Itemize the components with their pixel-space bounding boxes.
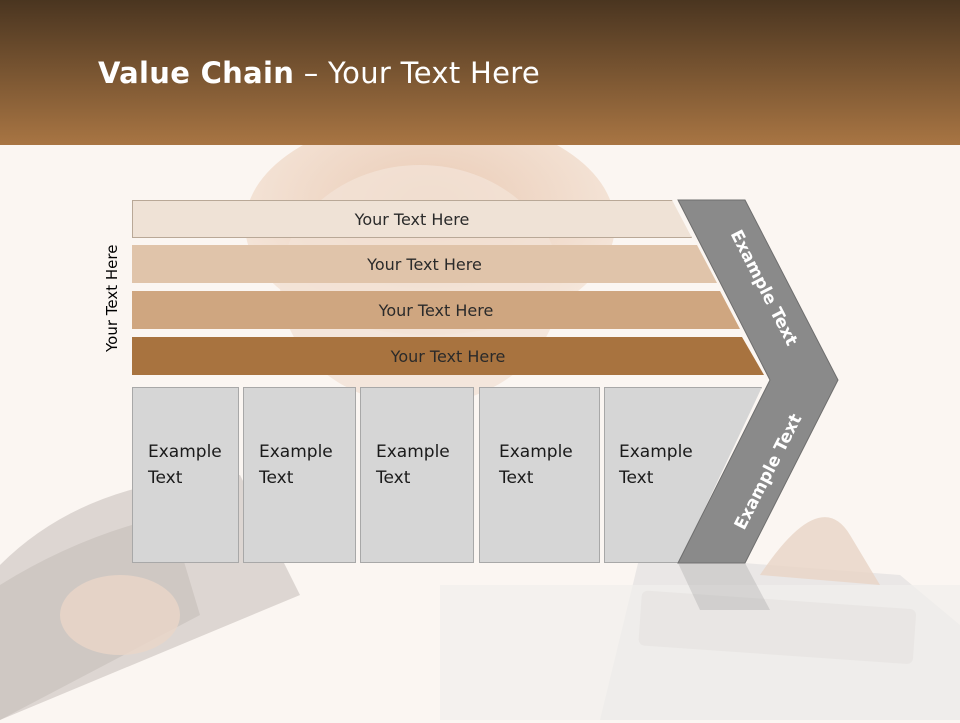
header-band: [0, 0, 960, 145]
activity-box-5-line1: Example: [619, 442, 693, 462]
chain-bar-2: Your Text Here: [132, 245, 717, 283]
chain-bar-1-label: Your Text Here: [354, 209, 470, 229]
slide-title: Value Chain – Your Text Here: [98, 56, 540, 90]
activity-box-1-line2: Text: [148, 468, 183, 488]
chain-bar-4-label: Your Text Here: [390, 346, 506, 366]
activity-box-3-line1: Example: [376, 442, 450, 462]
chain-bar-4: Your Text Here: [132, 337, 764, 375]
activity-box-3-line2: Text: [376, 468, 411, 488]
background-photo: [0, 145, 960, 720]
chain-bar-2-label: Your Text Here: [367, 254, 482, 274]
activity-box-2-line1: Example: [259, 442, 333, 462]
chain-bar-3: Your Text Here: [132, 291, 740, 329]
chain-bar-1: Your Text Here: [132, 200, 692, 238]
activity-box-4-line2: Text: [499, 468, 534, 488]
chain-bar-3-label: Your Text Here: [378, 300, 494, 320]
activity-box-1-line1: Example: [148, 442, 222, 462]
activity-box-5-line2: Text: [619, 468, 654, 488]
activity-box-2-line2: Text: [259, 468, 294, 488]
activity-box-4-line1: Example: [499, 442, 573, 462]
